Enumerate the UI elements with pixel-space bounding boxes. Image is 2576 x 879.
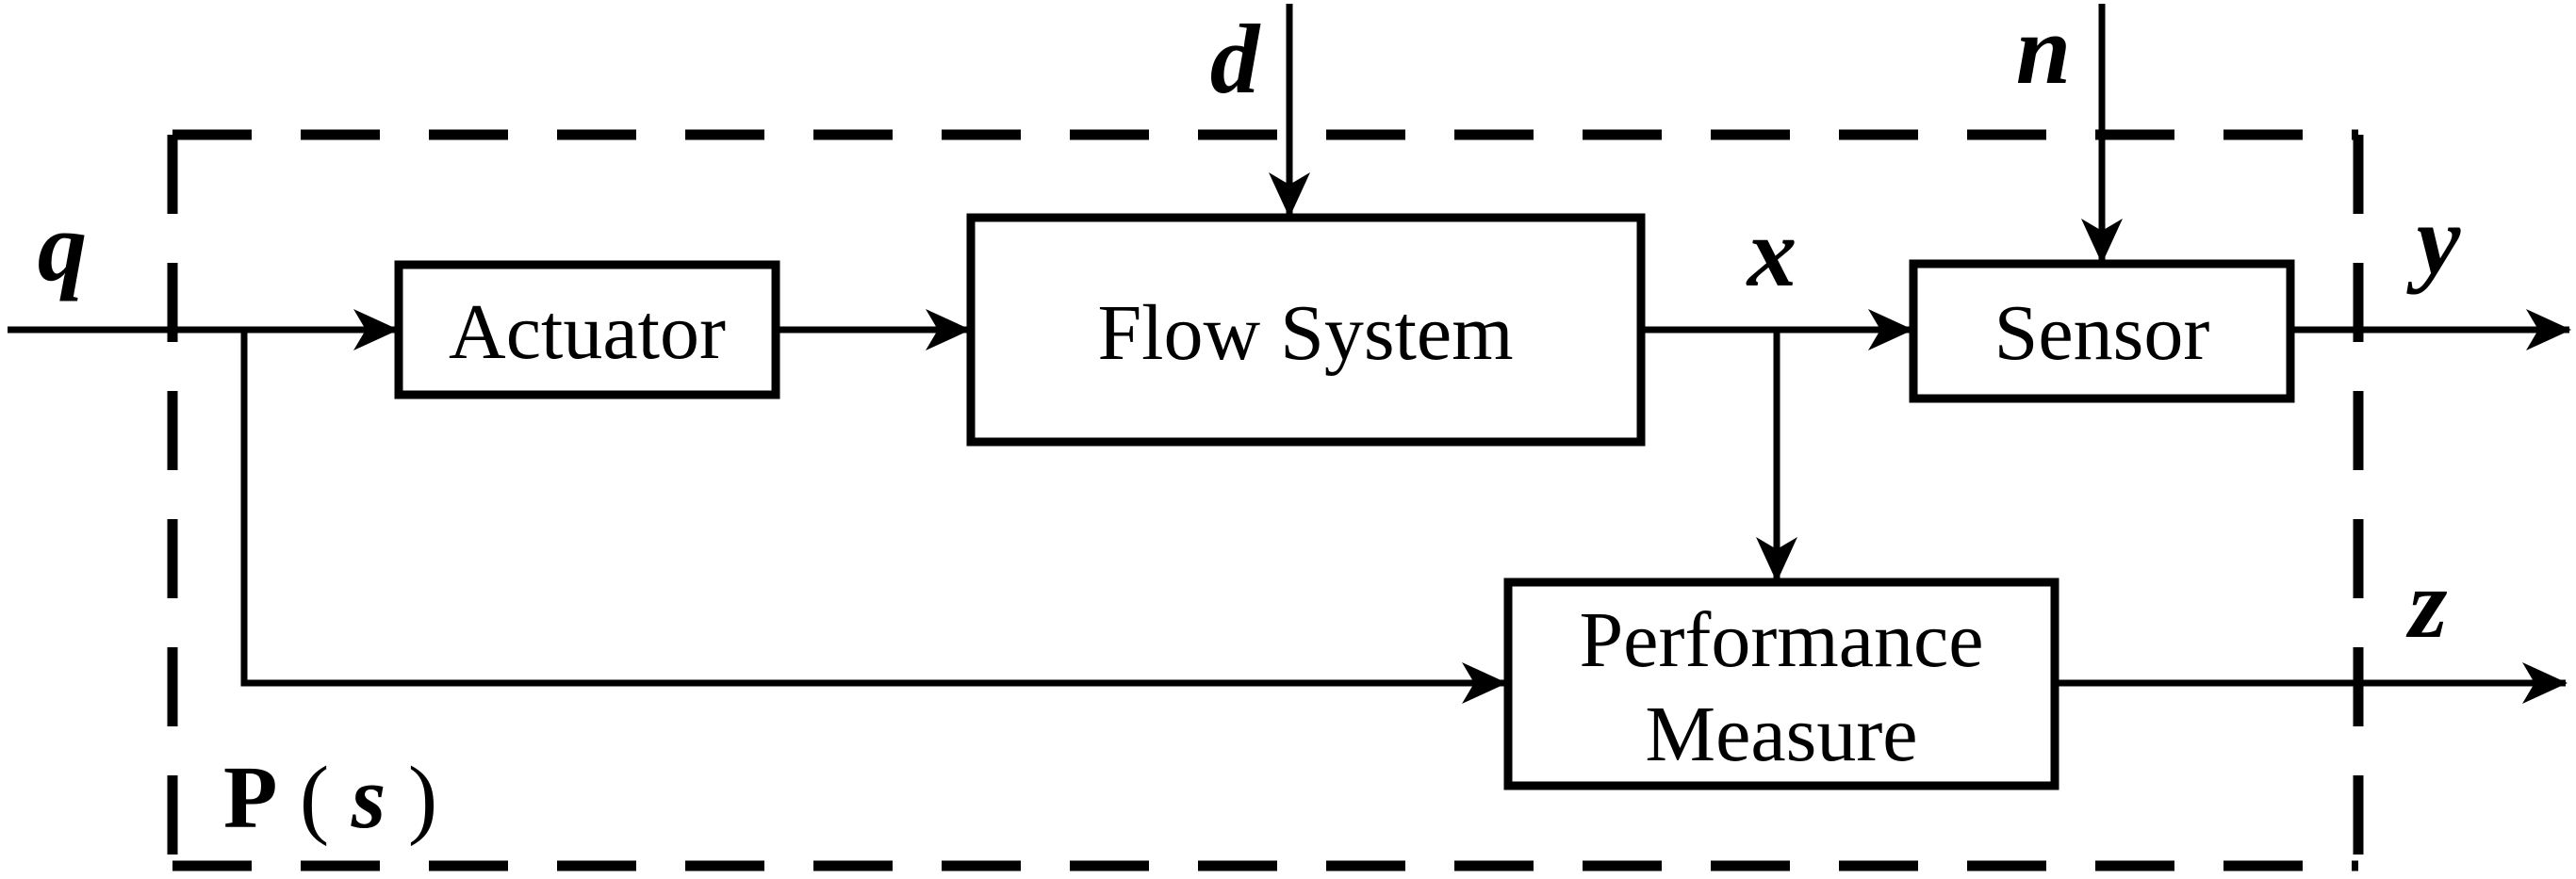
- actuator-label: Actuator: [449, 288, 726, 376]
- flow-system-label: Flow System: [1097, 289, 1513, 377]
- plant-paren-open: (: [300, 749, 329, 847]
- actuator-block: [394, 260, 780, 399]
- signal-z-label: z: [2406, 548, 2448, 659]
- plant-argument-s: s: [351, 749, 386, 847]
- plant-boundary-dashed-box: [167, 129, 2364, 871]
- signal-y-label: y: [2406, 185, 2461, 295]
- signal-d-label: d: [1210, 4, 1261, 114]
- plant-name-label: P ( s ): [223, 749, 437, 847]
- signal-x-label: x: [1746, 197, 1797, 307]
- signal-n-label: n: [2016, 0, 2071, 105]
- plant-paren-close: ): [408, 749, 437, 847]
- sensor-label: Sensor: [1994, 289, 2210, 377]
- sensor-block: [1909, 259, 2295, 403]
- signal-q-label: q: [38, 191, 88, 301]
- plant-name-P: P: [223, 749, 277, 847]
- flow-system-block: [966, 213, 1646, 447]
- signal-q-branch-to-performance-measure: [240, 330, 1507, 704]
- performance-measure-label-line2: Measure: [1645, 691, 1917, 778]
- performance-measure-block: [1503, 578, 2059, 790]
- performance-measure-label-line1: Performance: [1579, 596, 1983, 684]
